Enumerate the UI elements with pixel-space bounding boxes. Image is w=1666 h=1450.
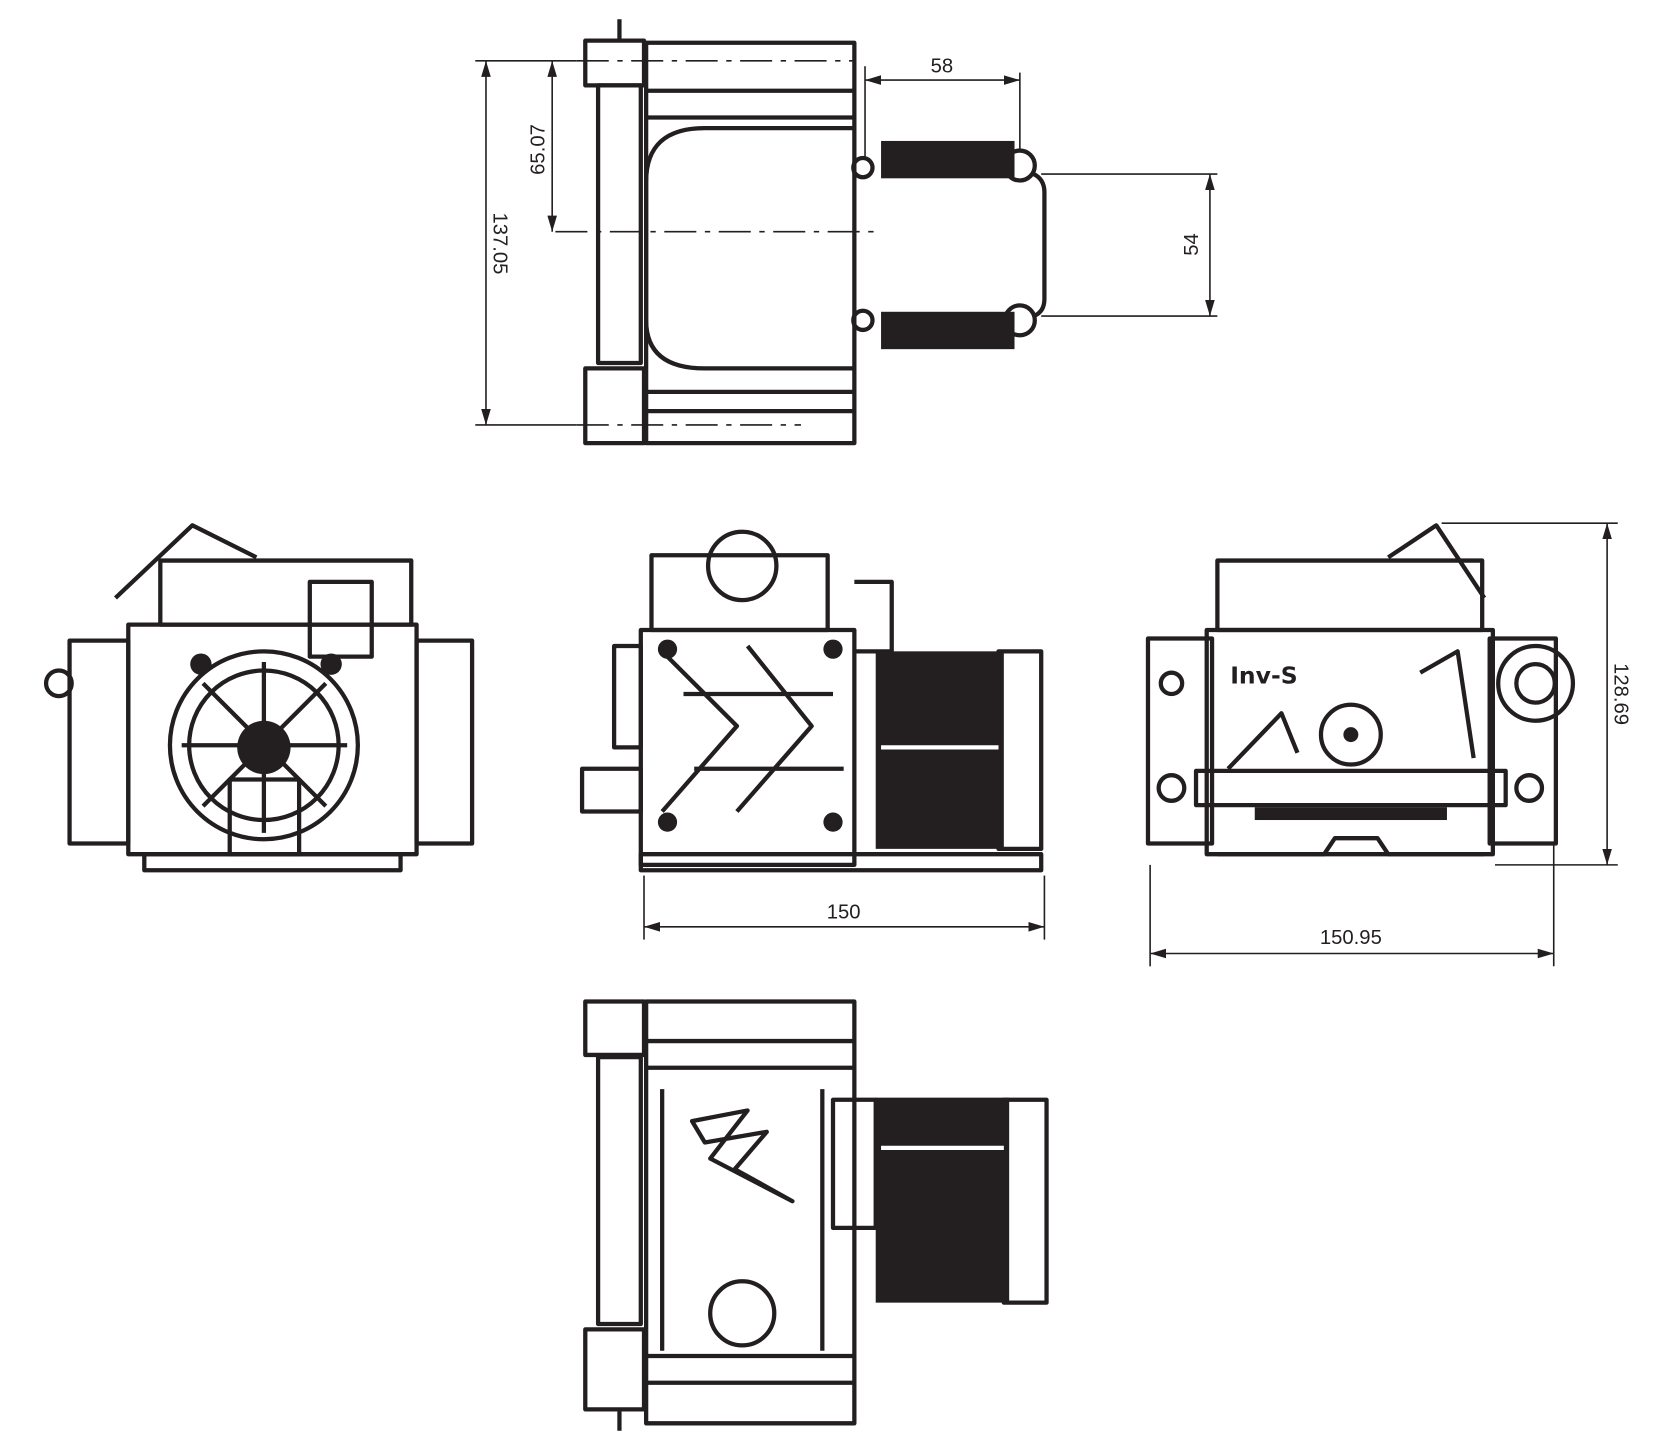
dim-137-05: 137.05 (488, 212, 510, 274)
dim-150: 150 (827, 901, 861, 923)
right-view: Inv-S 150.95 128.69 (1145, 522, 1632, 967)
bottom-view (583, 999, 1049, 1431)
dim-54: 54 (1181, 233, 1203, 256)
dim-150-95: 150.95 (1320, 927, 1382, 949)
top-view: 58 65.07 137.05 54 (475, 19, 1218, 446)
dim-128-69: 128.69 (1610, 663, 1632, 725)
left-view (43, 523, 475, 873)
marking-inv-s: Inv-S (1230, 661, 1297, 689)
dim-65-07: 65.07 (528, 124, 550, 175)
front-view: 150 (579, 529, 1046, 940)
dim-58: 58 (931, 56, 954, 78)
